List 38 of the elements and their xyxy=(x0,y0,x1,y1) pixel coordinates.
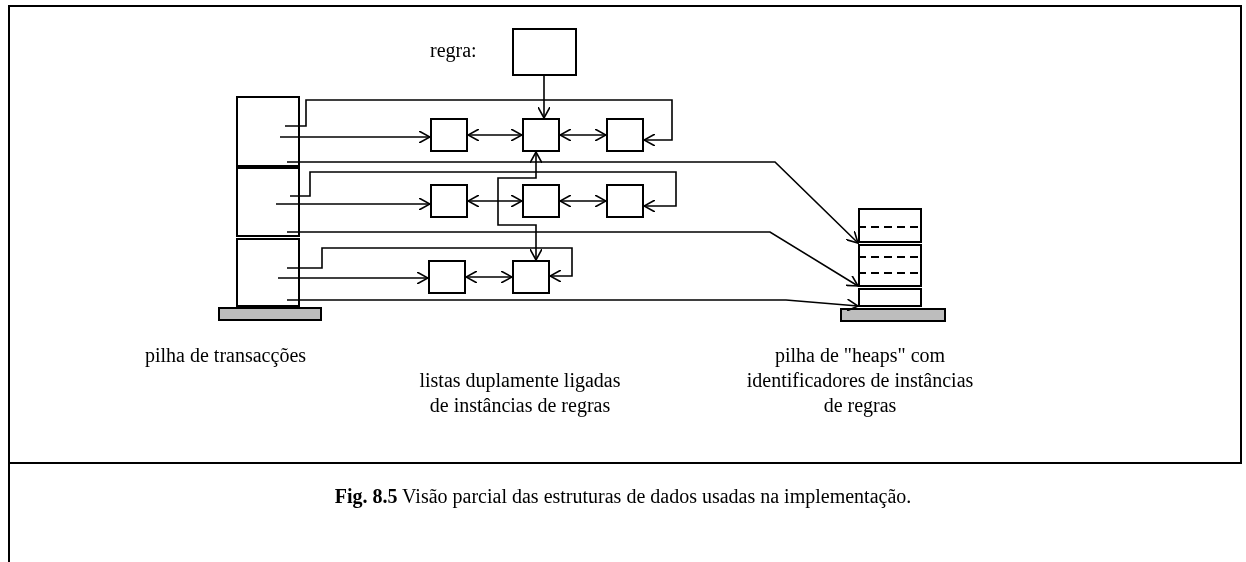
arrow xyxy=(467,194,523,208)
empty-box xyxy=(236,238,300,307)
empty-box xyxy=(512,28,577,76)
figure-caption: Fig. 8.5 Visão parcial das estruturas de dados usadas na implementação. xyxy=(333,484,913,509)
arrow xyxy=(277,271,429,285)
arrow xyxy=(286,161,859,244)
arrow xyxy=(286,247,573,283)
arrow xyxy=(465,270,513,284)
stack-base xyxy=(218,307,322,321)
empty-box xyxy=(858,288,922,307)
stack-base xyxy=(840,308,946,322)
arrow xyxy=(497,151,543,261)
arrow xyxy=(289,171,677,213)
arrow xyxy=(467,128,523,142)
empty-box xyxy=(430,184,468,218)
empty-box xyxy=(430,118,468,152)
arrow xyxy=(284,99,673,147)
arrow xyxy=(286,298,859,312)
empty-box xyxy=(512,260,550,294)
arrow xyxy=(286,231,859,287)
empty-box xyxy=(858,244,922,287)
stack-caption: pilha de "heaps" com identificadores de instâncias de regras xyxy=(745,343,975,418)
arrow xyxy=(275,197,431,211)
empty-box xyxy=(236,96,300,167)
empty-box xyxy=(606,118,644,152)
arrow xyxy=(537,75,551,119)
empty-box xyxy=(522,184,560,218)
arrow xyxy=(559,128,607,142)
empty-box xyxy=(236,167,300,237)
arrow xyxy=(559,194,607,208)
node-caption: regra: xyxy=(430,38,477,63)
empty-box xyxy=(858,208,922,243)
stack-caption: pilha de transacções xyxy=(145,343,308,368)
empty-box xyxy=(522,118,560,152)
empty-box xyxy=(428,260,466,294)
arrow xyxy=(279,130,431,144)
stack-caption: listas duplamente ligadas de instâncias de regras xyxy=(418,368,622,418)
empty-box xyxy=(606,184,644,218)
